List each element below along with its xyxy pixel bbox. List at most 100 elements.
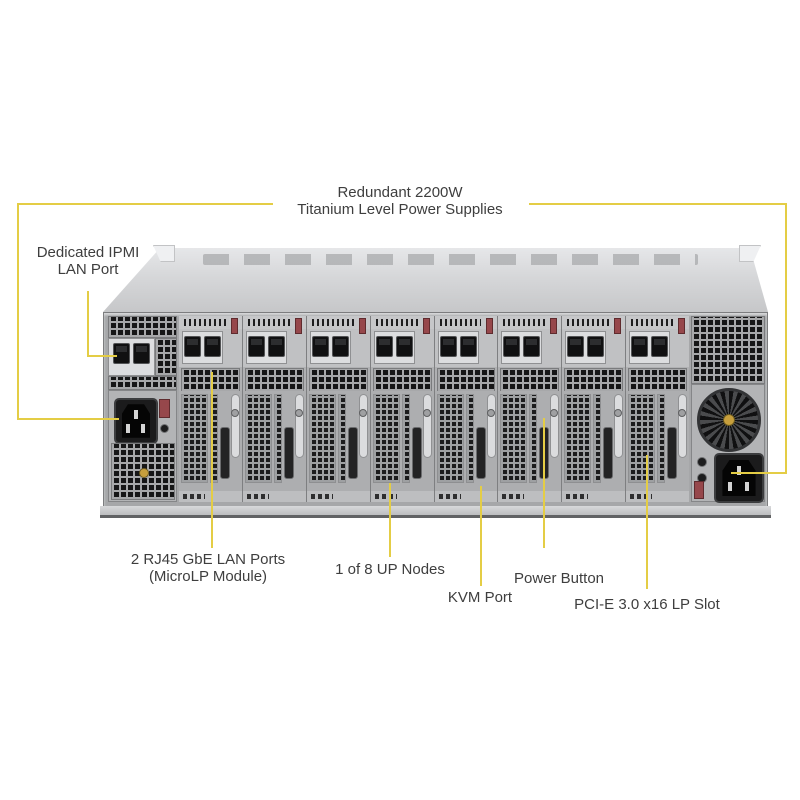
node-vent-strip (242, 316, 306, 334)
bottom-connector-dashes (502, 494, 525, 499)
label-ipmi-line1: Dedicated IPMI (36, 244, 140, 261)
node-vent-grille (564, 368, 624, 392)
microlp-module (629, 331, 671, 364)
label-ipmi-line2: LAN Port (57, 261, 119, 278)
bottom-connector-dashes (374, 494, 397, 499)
power-button-dot (231, 409, 239, 417)
node-latch (422, 318, 430, 334)
label-pcie-slot: PCI-E 3.0 x16 LP Slot (574, 596, 720, 613)
pcie-lp-slot-cover (308, 394, 336, 483)
vent-dashes (375, 319, 418, 326)
pcie-slot-cover-narrow (273, 394, 282, 483)
node-handle (358, 394, 368, 458)
kvm-port-connector (411, 427, 422, 479)
rj45-port (523, 336, 541, 357)
node-lan-module (562, 329, 626, 367)
node-slot (369, 316, 434, 502)
label-gbe-lan: 2 RJ45 GbE LAN Ports (MicroLP Module) (108, 551, 308, 585)
pcie-slot-cover-narrow (657, 394, 666, 483)
node-handle (550, 394, 560, 458)
callout-psu-right-horizontal (529, 203, 787, 205)
callout-pcie (646, 455, 648, 589)
power-button-dot (486, 409, 495, 417)
node-handle (231, 394, 240, 458)
bottom-connector-dashes (310, 494, 333, 499)
node-lan-module (306, 329, 370, 367)
psu-latch (159, 399, 170, 418)
node-io-panel (434, 391, 498, 491)
node-latch (614, 318, 622, 334)
ac-inlet-right (714, 453, 764, 503)
pcie-slot-cover-narrow (401, 394, 410, 483)
power-supply-left (108, 390, 177, 502)
rj45-port (247, 336, 265, 357)
node-vent-strip (370, 316, 434, 334)
node-vent-strip (306, 316, 370, 334)
node-handle (678, 394, 688, 458)
node-vent-strip (434, 316, 498, 334)
node-latch (486, 318, 494, 334)
callout-ipmi-vertical (87, 291, 89, 357)
node-io-panel (306, 391, 370, 491)
node-bottom-strip (306, 491, 370, 502)
ipmi-rj45-port (133, 343, 150, 364)
vent-dashes (439, 319, 482, 326)
node-slot (433, 316, 498, 502)
node-vent-strip (626, 316, 689, 334)
rj45-port (184, 336, 201, 357)
pcie-slot-cover-narrow (465, 394, 474, 483)
label-power-button: Power Button (513, 570, 605, 587)
microlp-module (373, 331, 415, 364)
psu-fan-grille (111, 443, 175, 500)
node-vent-strip (179, 316, 242, 334)
node-vent-grille (500, 368, 560, 392)
rj45-port (375, 336, 393, 357)
kvm-port-connector (220, 427, 230, 479)
node-bottom-strip (370, 491, 434, 502)
rj45-port (331, 336, 349, 357)
callout-psu-right-vertical (785, 203, 787, 474)
kvm-port-connector (475, 427, 486, 479)
power-button-dot (422, 409, 431, 417)
rj45-port (395, 336, 413, 357)
label-gbe-line1: 2 RJ45 GbE LAN Ports (130, 551, 286, 568)
server-chassis (100, 245, 771, 518)
node-io-panel (626, 391, 689, 491)
node-vent-grille (308, 368, 368, 392)
vent-dashes (631, 319, 673, 326)
kvm-port-connector (347, 427, 358, 479)
node-vent-strip (562, 316, 626, 334)
ipmi-rj45-port (113, 343, 130, 364)
psu-button (697, 457, 707, 467)
node-latch (550, 318, 558, 334)
node-vent-grille (436, 368, 496, 392)
pcie-slot-cover-narrow (210, 394, 218, 483)
node-handle (614, 394, 624, 458)
rj45-port (459, 336, 477, 357)
node-vent-grille (181, 368, 240, 392)
pcie-slot-cover-narrow (337, 394, 346, 483)
node-slot (625, 316, 689, 502)
bottom-connector-dashes (566, 494, 589, 499)
kvm-port-connector (603, 427, 614, 479)
microlp-module (565, 331, 607, 364)
callout-psu-left-vertical (17, 203, 19, 420)
node-lan-module (498, 329, 562, 367)
left-bay (108, 316, 177, 502)
rj45-port (567, 336, 585, 357)
node-latch (678, 318, 685, 334)
callout-power-button (543, 418, 545, 548)
label-psu: Redundant 2200W Titanium Level Power Sup… (248, 184, 552, 218)
label-psu-line1: Redundant 2200W (337, 184, 463, 201)
bottom-connector-dashes (183, 494, 205, 499)
node-latch (358, 318, 366, 334)
node-vent-grille (628, 368, 687, 392)
pcie-lp-slot-cover (244, 394, 272, 483)
node-vent-grille (372, 368, 432, 392)
ac-inlet-left (114, 398, 158, 444)
callout-psu-left-horizontal (17, 203, 273, 205)
node-slot (561, 316, 626, 502)
ipmi-lan-module (108, 338, 155, 376)
rj45-port (587, 336, 605, 357)
chassis-rear-panel (103, 312, 768, 508)
